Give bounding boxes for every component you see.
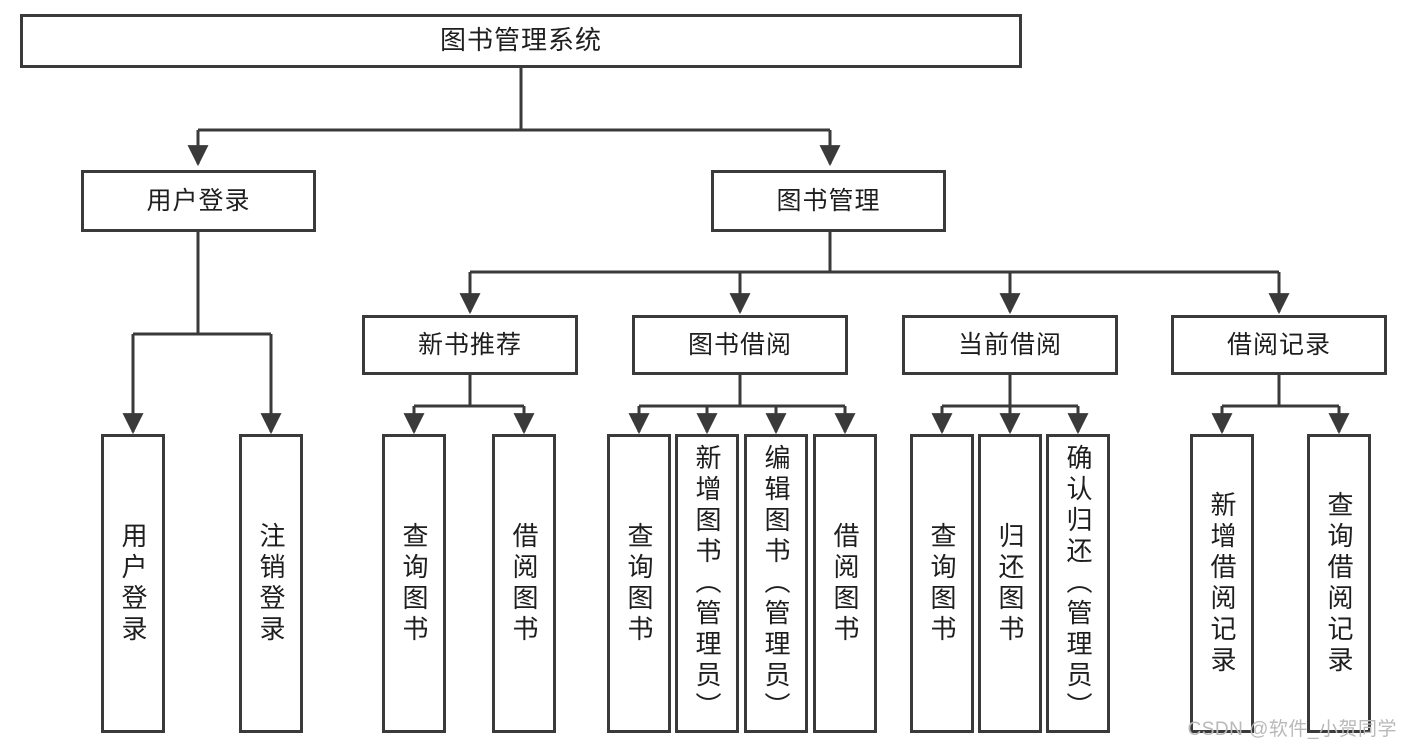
- node-leaf-add-book-label: 新增图书（管理员）: [692, 444, 722, 723]
- node-leaf-add-record[interactable]: 新增借阅记录: [1190, 434, 1254, 733]
- node-leaf-query-book-2-label: 查询图书: [624, 521, 654, 646]
- node-leaf-borrow-book-2[interactable]: 借阅图书: [813, 434, 877, 733]
- node-leaf-borrow-book-1[interactable]: 借阅图书: [492, 434, 556, 733]
- node-book-manage-label: 图书管理: [776, 186, 881, 215]
- node-book-manage[interactable]: 图书管理: [711, 170, 946, 232]
- node-leaf-query-book-1[interactable]: 查询图书: [382, 434, 446, 733]
- node-user-login-label: 用户登录: [146, 186, 251, 215]
- node-leaf-logout-label: 注销登录: [256, 521, 286, 646]
- node-leaf-borrow-book-1-label: 借阅图书: [509, 521, 539, 646]
- node-root[interactable]: 图书管理系统: [20, 14, 1022, 68]
- node-user-login[interactable]: 用户登录: [81, 170, 316, 232]
- node-current-borrow-label: 当前借阅: [957, 330, 1062, 359]
- node-current-borrow[interactable]: 当前借阅: [902, 315, 1118, 375]
- node-leaf-query-book-3[interactable]: 查询图书: [910, 434, 974, 733]
- node-leaf-query-record-label: 查询借阅记录: [1324, 490, 1354, 677]
- node-leaf-user-login-label: 用户登录: [118, 521, 148, 646]
- node-new-book-rec[interactable]: 新书推荐: [362, 315, 578, 375]
- node-new-book-rec-label: 新书推荐: [417, 330, 522, 359]
- node-leaf-edit-book-label: 编辑图书（管理员）: [761, 444, 791, 723]
- node-leaf-return-book-label: 归还图书: [995, 521, 1025, 646]
- watermark-text: CSDN @软件_小贺同学: [1187, 719, 1397, 740]
- node-leaf-edit-book[interactable]: 编辑图书（管理员）: [744, 434, 808, 733]
- node-leaf-logout[interactable]: 注销登录: [239, 434, 303, 733]
- node-book-borrow-label: 图书借阅: [687, 330, 792, 359]
- node-leaf-borrow-book-2-label: 借阅图书: [830, 521, 860, 646]
- node-leaf-confirm-return[interactable]: 确认归还（管理员）: [1046, 434, 1110, 733]
- node-leaf-query-book-3-label: 查询图书: [927, 521, 957, 646]
- node-leaf-add-book[interactable]: 新增图书（管理员）: [675, 434, 739, 733]
- node-leaf-return-book[interactable]: 归还图书: [978, 434, 1042, 733]
- node-leaf-confirm-return-label: 确认归还（管理员）: [1063, 444, 1093, 723]
- node-leaf-query-book-2[interactable]: 查询图书: [607, 434, 671, 733]
- node-leaf-add-record-label: 新增借阅记录: [1207, 490, 1237, 677]
- node-leaf-query-book-1-label: 查询图书: [399, 521, 429, 646]
- node-root-label: 图书管理系统: [439, 25, 602, 56]
- node-leaf-user-login[interactable]: 用户登录: [101, 434, 165, 733]
- node-book-borrow[interactable]: 图书借阅: [632, 315, 848, 375]
- node-leaf-query-record[interactable]: 查询借阅记录: [1307, 434, 1371, 733]
- node-borrow-record-label: 借阅记录: [1226, 330, 1331, 359]
- node-borrow-record[interactable]: 借阅记录: [1171, 315, 1387, 375]
